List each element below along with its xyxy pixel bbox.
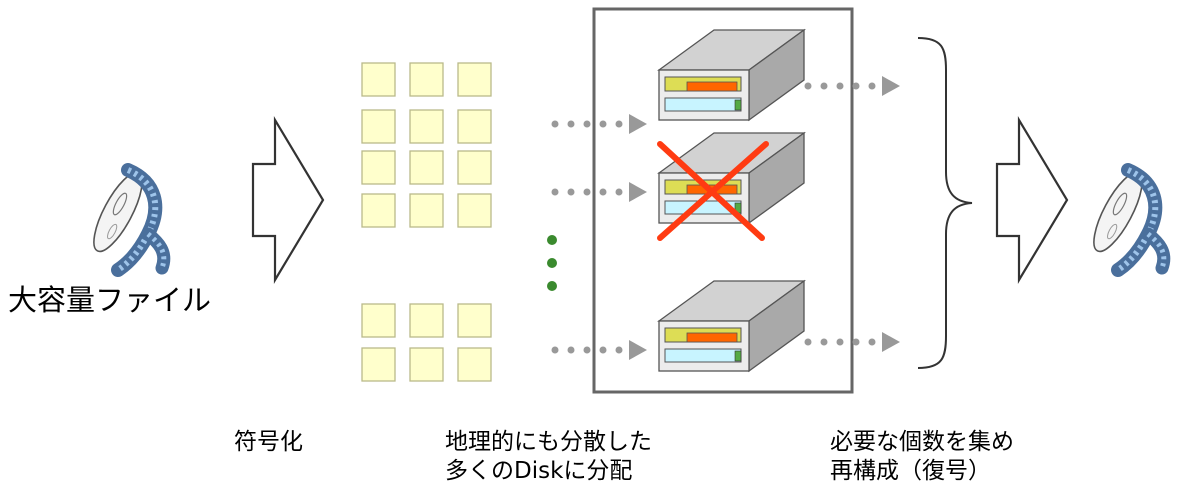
source-film-reel-icon [85, 167, 164, 270]
encode-arrow-icon [251, 118, 325, 282]
output-film-reel-icon [1085, 167, 1164, 270]
storage-box [592, 7, 854, 394]
right-curly-brace [917, 37, 973, 369]
distribute-arrow-1-icon [551, 114, 647, 134]
vertical-ellipsis-icon [547, 235, 557, 291]
disk-failure-x-icon [657, 141, 769, 241]
distribute-step-line-1: 地理的にも分散した [445, 429, 652, 455]
reconstruct-step-line-1: 必要な個数を集め [830, 429, 1014, 455]
distribute-arrow-2-icon [551, 182, 647, 202]
encode-step-label: 符号化 [234, 429, 303, 455]
encoded-blocks-upper [361, 62, 492, 228]
reconstruct-step-label: 必要な個数を集め 再構成（復号） [830, 428, 1014, 486]
encoded-blocks-lower [361, 303, 492, 382]
source-file-label: 大容量ファイル [8, 283, 212, 317]
distribute-step-line-2: 多くのDiskに分配 [445, 457, 633, 484]
distribute-step-label: 地理的にも分散した 多くのDiskに分配 [445, 428, 652, 486]
reconstruct-step-line-2: 再構成（復号） [830, 457, 991, 484]
distribute-arrow-3-icon [551, 340, 647, 360]
disk-1-icon [658, 29, 805, 121]
disk-3-icon [658, 280, 805, 372]
decode-arrow-icon [995, 118, 1069, 282]
